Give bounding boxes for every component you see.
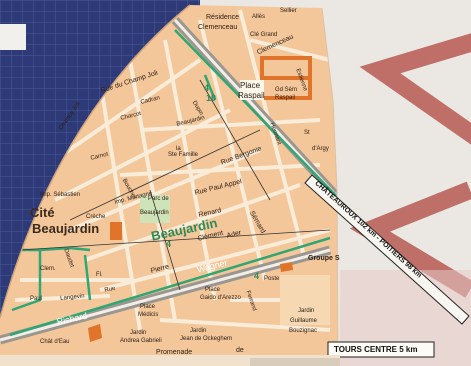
sign-chateauroux [304,174,470,325]
route-lines [19,79,331,291]
park-beaujardin [140,195,170,223]
building-grand-seminaire [260,56,312,100]
building-south [280,262,293,272]
building-creche [110,222,122,240]
torn-white-paper [0,24,26,50]
sign-tours-centre [327,341,435,358]
building-chat-eau [88,324,102,342]
bottom-shadow [250,358,340,366]
building-white [240,80,264,100]
green-routes [9,29,338,337]
map-edge [0,4,191,319]
bottom-strip [0,355,340,366]
cut-edge [321,7,339,366]
park-guillaume [280,275,330,325]
streets-network [14,9,331,332]
